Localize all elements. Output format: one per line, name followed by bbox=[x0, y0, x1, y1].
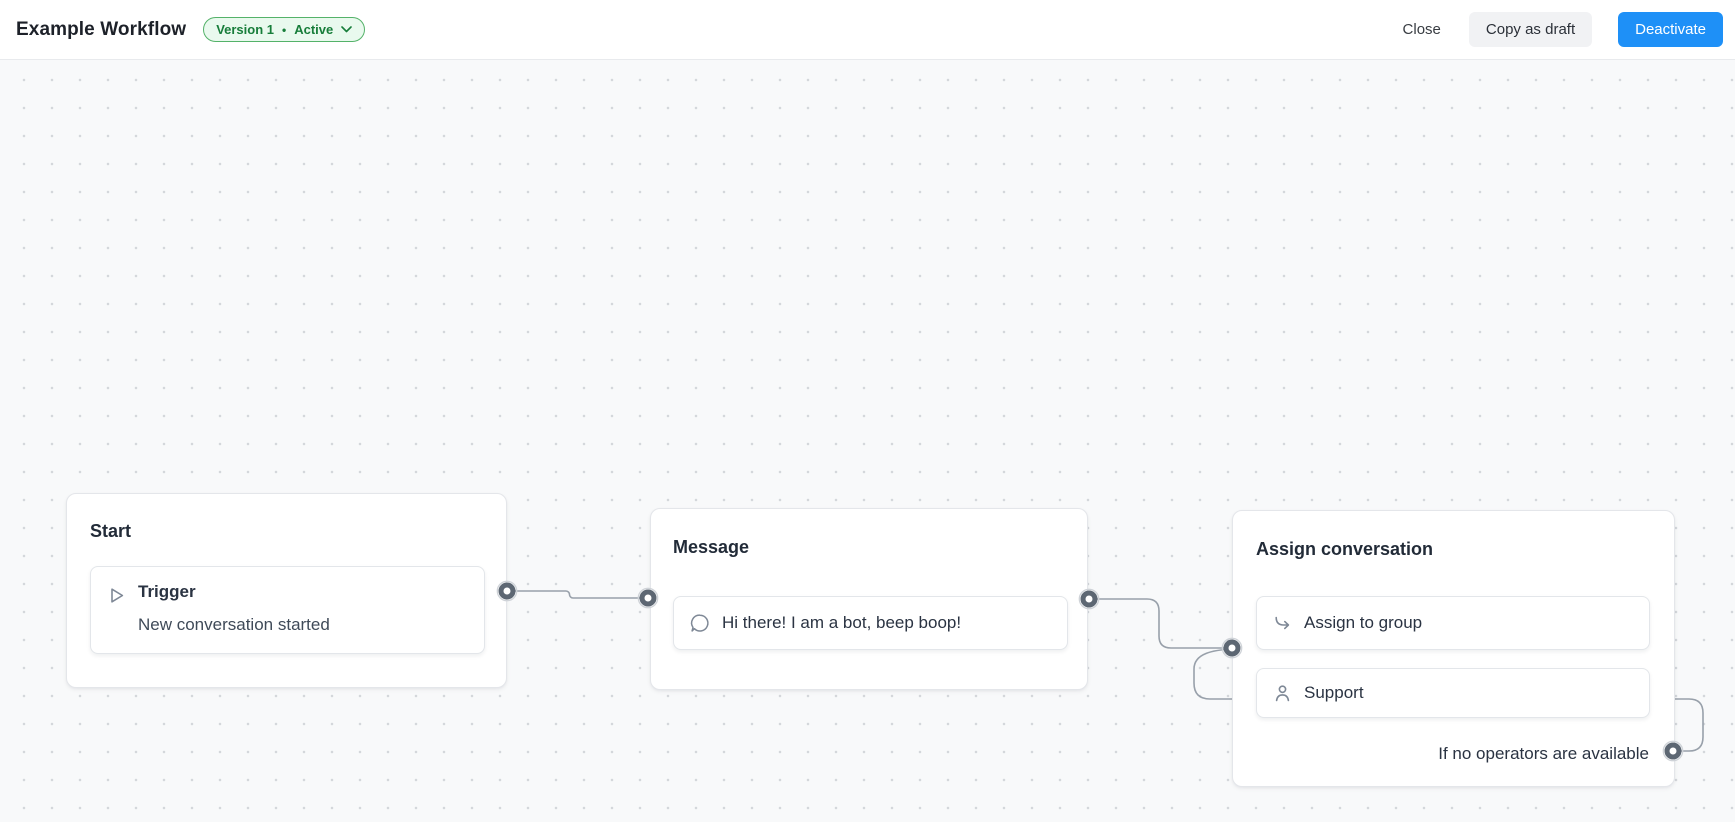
person-icon bbox=[1272, 683, 1293, 704]
fallback-branch-label: If no operators are available bbox=[1438, 744, 1649, 763]
version-status-badge[interactable]: Version 1 • Active bbox=[203, 17, 366, 42]
badge-separator: • bbox=[282, 22, 287, 37]
assign-to-group-label: Assign to group bbox=[1304, 613, 1423, 632]
support-step-card[interactable]: Support bbox=[1256, 668, 1650, 718]
node-assign-conversation[interactable]: Assign conversation Assign to group Supp… bbox=[1232, 510, 1675, 787]
message-step-card[interactable]: Hi there! I am a bot, beep boop! bbox=[673, 596, 1068, 650]
support-label: Support bbox=[1304, 683, 1364, 702]
edge-start-to-message bbox=[507, 590, 648, 599]
edge-layer bbox=[507, 590, 1704, 752]
node-start-title: Start bbox=[90, 521, 132, 541]
node-message[interactable]: Message Hi there! I am a bot, beep boop! bbox=[650, 508, 1088, 690]
play-icon bbox=[106, 585, 127, 606]
message-step-label: Hi there! I am a bot, beep boop! bbox=[722, 613, 962, 632]
assign-to-group-step-card[interactable]: Assign to group bbox=[1256, 596, 1650, 650]
version-label: Version 1 bbox=[216, 22, 274, 37]
trigger-step-label: Trigger bbox=[138, 582, 196, 601]
chevron-down-icon bbox=[341, 26, 353, 33]
node-message-title: Message bbox=[673, 537, 750, 557]
chat-bubble-icon bbox=[689, 612, 711, 634]
trigger-step-description: New conversation started bbox=[138, 615, 330, 634]
copy-as-draft-button[interactable]: Copy as draft bbox=[1468, 12, 1593, 47]
edge-message-to-assign bbox=[1089, 598, 1232, 649]
deactivate-button[interactable]: Deactivate bbox=[1618, 12, 1723, 47]
close-button[interactable]: Close bbox=[1393, 13, 1451, 46]
edge-no-operators-loop bbox=[1193, 648, 1704, 752]
arrow-hook-right-icon bbox=[1272, 613, 1293, 634]
status-label: Active bbox=[294, 22, 334, 37]
node-start[interactable]: Start Trigger New conversation started bbox=[66, 493, 507, 688]
trigger-step-card[interactable]: Trigger New conversation started bbox=[90, 566, 485, 654]
page-title: Example Workflow bbox=[16, 18, 187, 40]
workflow-canvas[interactable]: Start Trigger New conversation started M… bbox=[0, 60, 1735, 822]
node-assign-title: Assign conversation bbox=[1256, 539, 1434, 559]
header-bar: Example Workflow Version 1 • Active Clos… bbox=[0, 0, 1735, 60]
